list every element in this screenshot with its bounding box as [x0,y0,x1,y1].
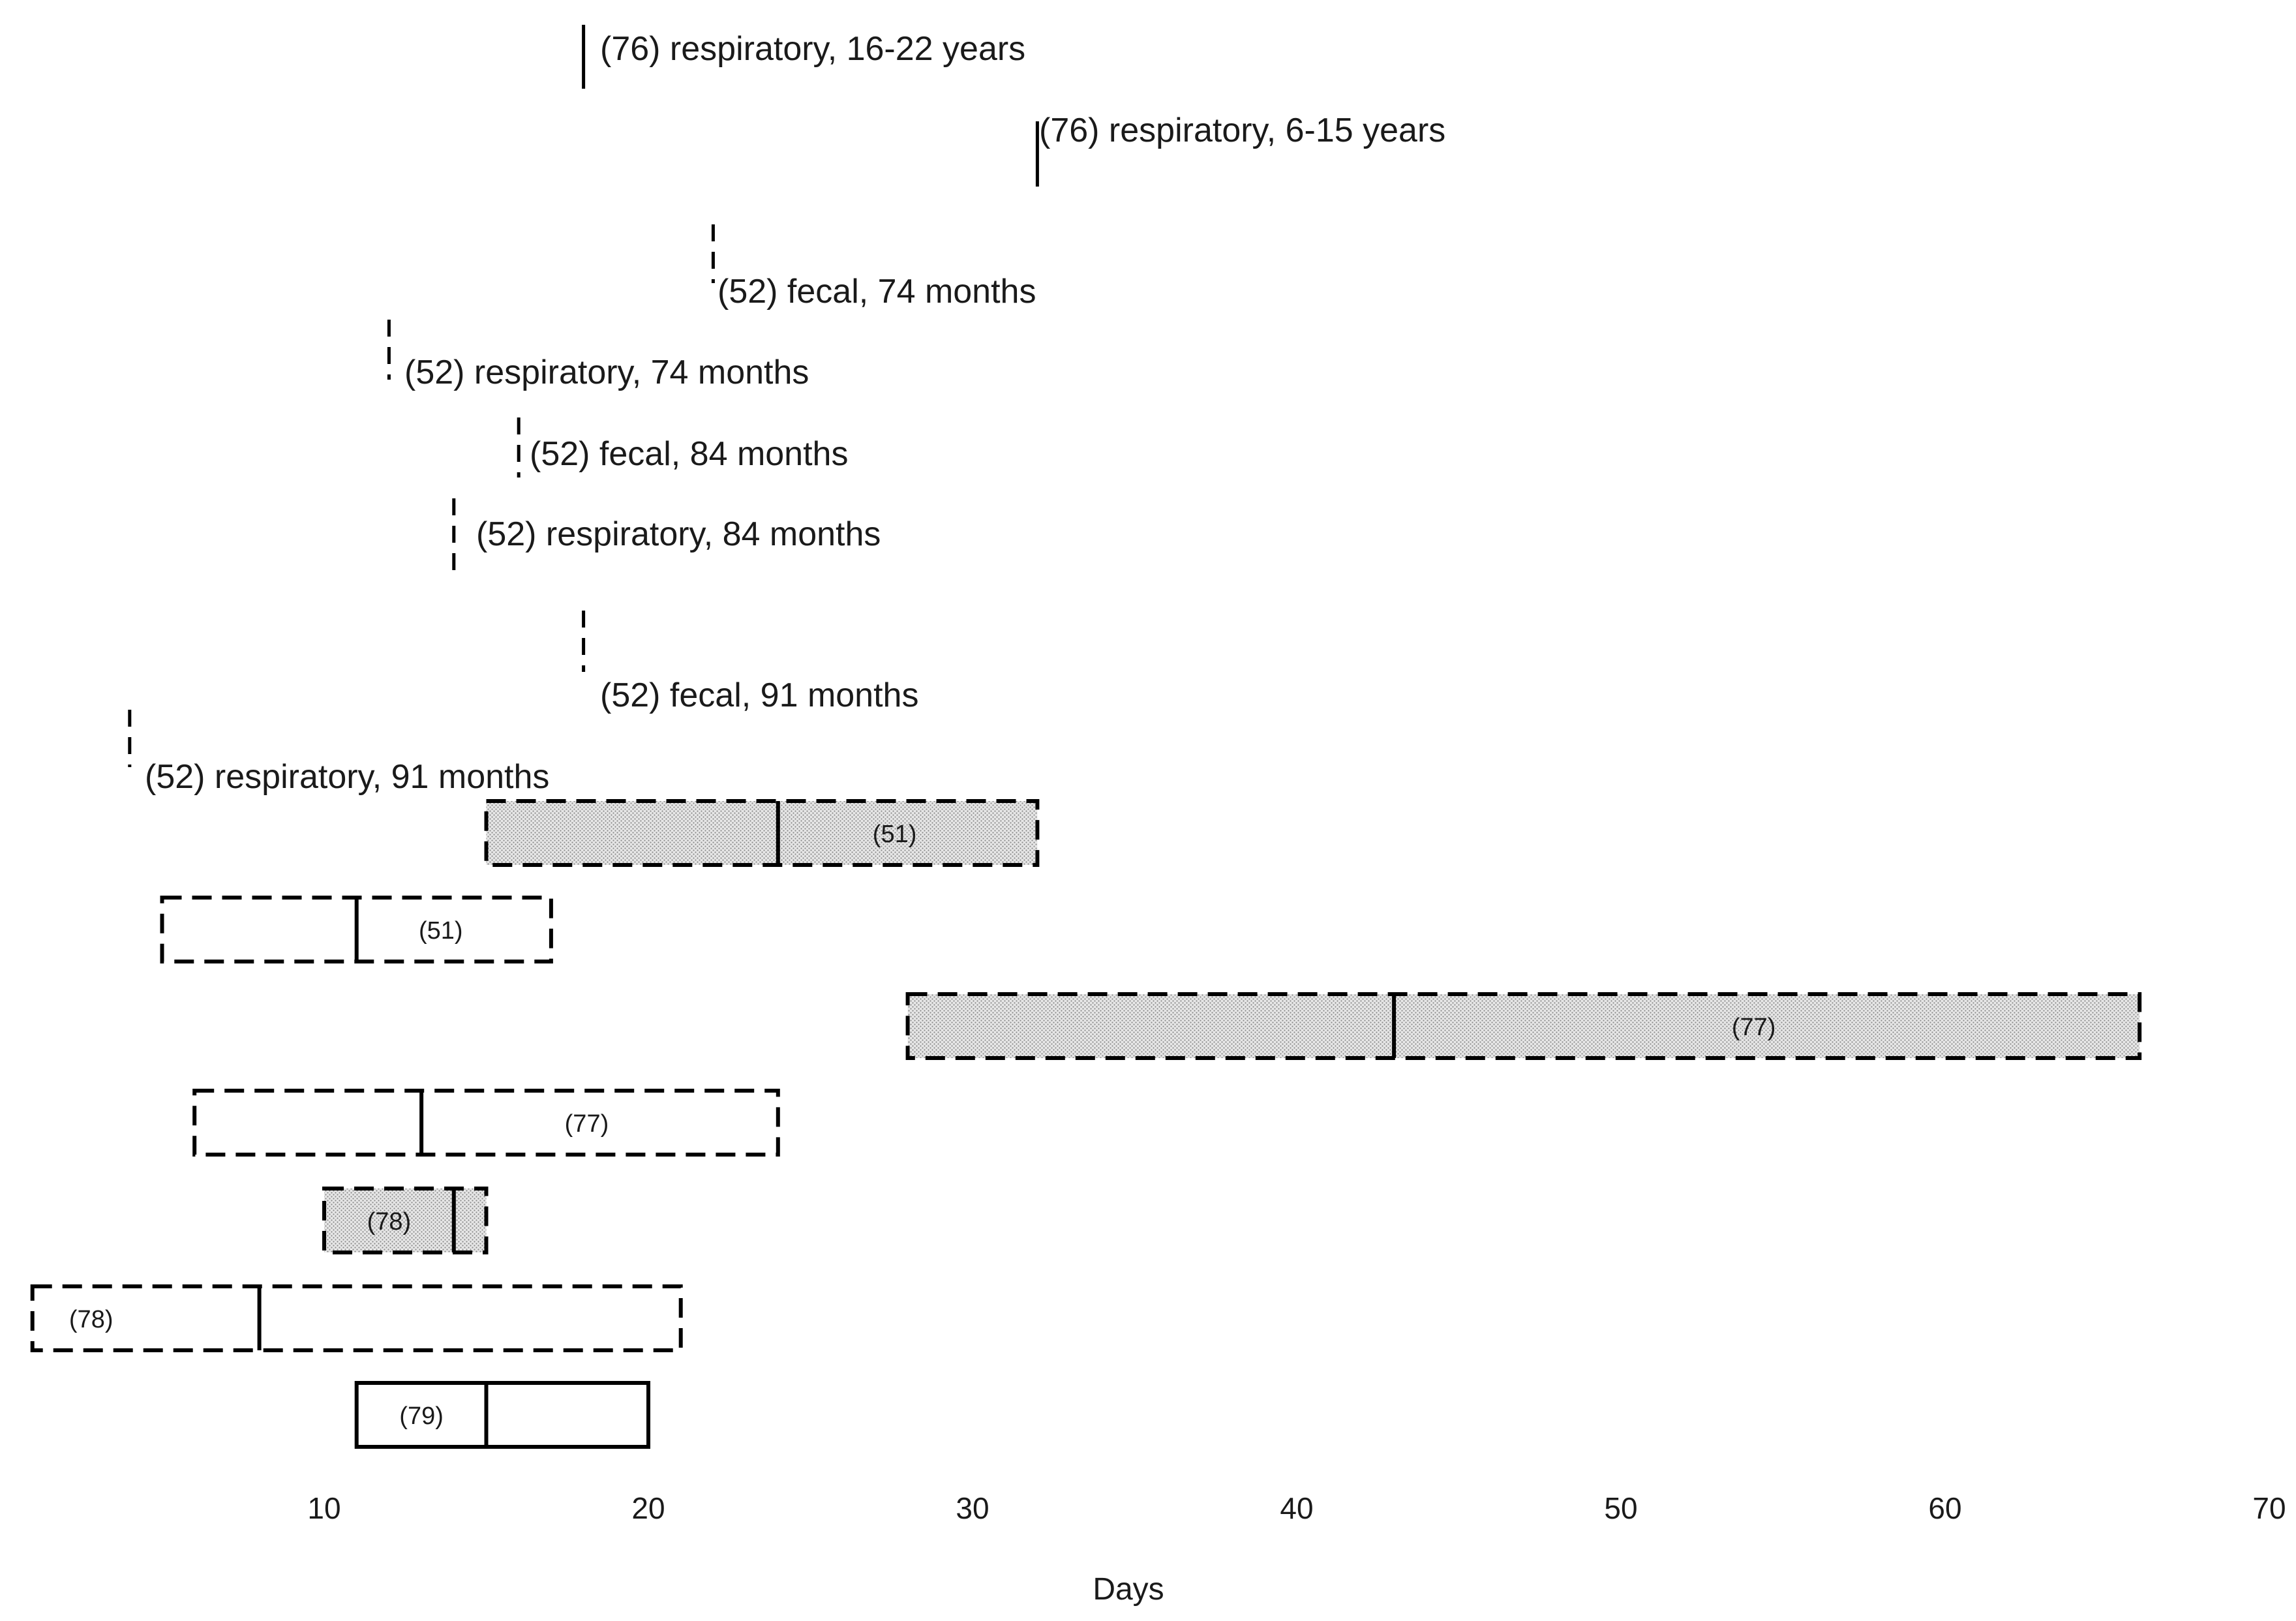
point-markers: (76) respiratory, 16-22 years (76) respir… [128,25,1445,796]
marker-label: (52) respiratory, 91 months [145,758,549,796]
range-label: (51) [419,917,463,945]
range-label: (79) [399,1402,444,1430]
range-label: (78) [367,1208,412,1235]
marker-label: (52) fecal, 84 months [530,435,848,473]
range-label: (77) [1732,1014,1776,1041]
range-box [30,1284,683,1352]
x-tick-label: 60 [1928,1491,1961,1525]
marker-label: (52) fecal, 91 months [600,676,918,714]
range-boxes: (51) (51) (77) (77) (78) (78) (79) [30,799,2142,1449]
range-box [192,1089,780,1157]
x-tick-label: 70 [2252,1491,2286,1525]
range-box [322,1187,489,1254]
range-label: (77) [565,1110,609,1138]
x-tick-label: 20 [631,1491,665,1525]
range-box [905,992,2142,1060]
x-axis-title: Days [1093,1572,1164,1607]
range-label: (51) [873,821,917,848]
marker-label: (52) respiratory, 84 months [476,515,881,553]
x-tick-label: 40 [1280,1491,1313,1525]
range-box [354,1381,650,1449]
marker-label: (52) fecal, 74 months [718,273,1036,311]
range-label: (78) [69,1306,113,1333]
x-tick-label: 50 [1604,1491,1637,1525]
x-tick-label: 10 [307,1491,340,1525]
x-tick-label: 30 [956,1491,989,1525]
marker-label: (52) respiratory, 74 months [404,354,809,391]
range-box [484,799,1040,867]
marker-label: (76) respiratory, 16-22 years [600,30,1025,68]
marker-label: (76) respiratory, 6-15 years [1039,112,1445,149]
